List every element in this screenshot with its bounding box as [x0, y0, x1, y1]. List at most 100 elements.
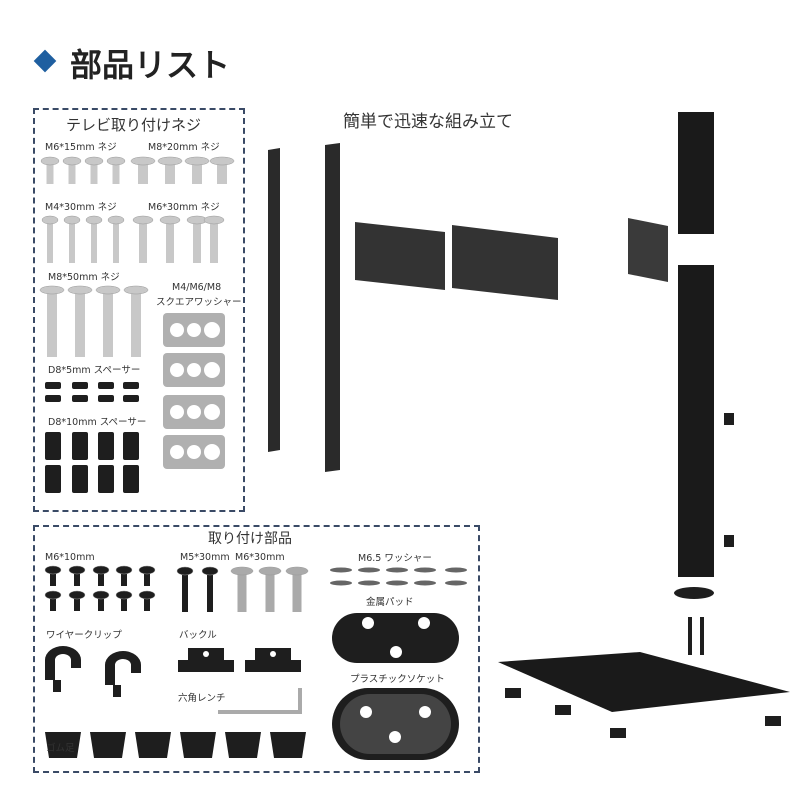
m65-washer	[414, 580, 436, 586]
label-wire-clip: ワイヤークリップ	[46, 630, 122, 641]
upper-pole	[678, 112, 714, 234]
buckle-hole	[203, 651, 209, 657]
m8x20-screw	[217, 162, 227, 184]
diamond-icon	[33, 49, 57, 73]
m65-washer	[330, 567, 352, 573]
m5x30-screw-head	[201, 566, 219, 576]
spacer-5mm	[123, 395, 139, 402]
m65-washer	[414, 567, 436, 573]
m65-washer	[445, 580, 467, 586]
m6x10-screw	[50, 596, 56, 611]
m6x30-bolt	[292, 572, 302, 612]
spacer-10mm	[72, 432, 88, 460]
m4x30-screw	[69, 221, 75, 263]
m6x10-screw-head	[44, 590, 62, 600]
washer-hole	[170, 323, 184, 337]
wire-clip	[45, 646, 81, 680]
m6x10-screw-head	[115, 565, 133, 575]
m6x30-screw-head	[132, 215, 154, 225]
m6x10-screw-head	[92, 590, 110, 600]
m6x30-bolt-head	[258, 566, 282, 576]
tv-screws-box	[33, 108, 245, 512]
m65-washer	[386, 580, 408, 586]
m6x10-screw	[144, 571, 150, 586]
pad-hole	[362, 617, 374, 629]
washer-hole	[204, 404, 220, 420]
m6x30-screw	[210, 221, 218, 263]
m8x50-screw	[47, 291, 57, 357]
socket-hole	[419, 706, 431, 718]
m65-washer	[358, 580, 380, 586]
m6x30-bolt-head	[285, 566, 309, 576]
m6x30-bolt	[237, 572, 247, 612]
washer-hole	[170, 405, 184, 419]
label-plastic-socket: プラスチックソケット	[350, 674, 445, 685]
m6x10-screw	[74, 571, 80, 586]
m6x15-screw-head	[106, 156, 126, 166]
m6x10-screw-head	[68, 565, 86, 575]
label-m6x10: M6*10mm	[45, 552, 95, 563]
m8x50-screw-head	[123, 285, 149, 295]
spacer-10mm	[123, 432, 139, 460]
spacer-10mm	[45, 432, 61, 460]
m65-washer	[358, 567, 380, 573]
mount-plate-right	[452, 225, 558, 300]
m65-washer	[386, 567, 408, 573]
label-square-washer: スクエアワッシャー	[156, 297, 242, 308]
pad-hole	[418, 617, 430, 629]
label-rubber-feet: ゴム足	[46, 743, 75, 754]
mount-parts-box	[33, 525, 480, 773]
spacer-10mm	[45, 465, 61, 493]
m65-washer	[330, 580, 352, 586]
m4x30-screw-head	[63, 215, 81, 225]
m6x10-screw-head	[92, 565, 110, 575]
label-spacer-10: D8*10mm スペーサー	[48, 417, 147, 428]
socket-hole	[360, 706, 372, 718]
lower-pole	[678, 265, 714, 577]
m8x50-screw-head	[95, 285, 121, 295]
label-m6x30: M6*30mm ネジ	[148, 202, 220, 213]
label-m65-washer: M6.5 ワッシャー	[358, 553, 432, 564]
spacer-5mm	[45, 382, 61, 389]
buckle-hole	[270, 651, 276, 657]
m6x30-screw	[193, 221, 201, 263]
washer-hole	[170, 445, 184, 459]
connector-plate	[628, 218, 668, 282]
spacer-10mm	[98, 465, 114, 493]
m6x10-screw	[74, 596, 80, 611]
m6x10-screw	[144, 596, 150, 611]
m4x30-screw	[91, 221, 97, 263]
spacer-5mm	[45, 395, 61, 402]
spacer-5mm	[98, 382, 114, 389]
base-pad	[674, 587, 714, 599]
buckle	[178, 648, 234, 672]
wire-clip	[105, 651, 141, 685]
label-m8x50: M8*50mm ネジ	[48, 272, 120, 283]
rubber-foot	[270, 732, 306, 758]
m6x30-screw	[139, 221, 147, 263]
base-foot	[555, 705, 571, 715]
page-title: 部品リスト	[70, 46, 231, 84]
rubber-foot	[180, 732, 216, 758]
m6x10-screw-head	[138, 565, 156, 575]
m8x50-screw-head	[67, 285, 93, 295]
m6x30-screw	[166, 221, 174, 263]
m6x10-screw	[98, 571, 104, 586]
label-washer-size: M4/M6/M8	[172, 282, 222, 293]
m4x30-screw-head	[85, 215, 103, 225]
spacer-5mm	[123, 382, 139, 389]
base-bolt	[688, 617, 692, 655]
tv-bracket-left	[268, 148, 280, 452]
label-m4x30: M4*30mm ネジ	[45, 202, 117, 213]
m6x10-screw-head	[44, 565, 62, 575]
m6x10-screw	[121, 571, 127, 586]
m6x10-screw-head	[115, 590, 133, 600]
spacer-5mm	[72, 395, 88, 402]
m6x10-screw	[50, 571, 56, 586]
pad-hole	[390, 646, 402, 658]
mount-plate-left	[355, 222, 445, 290]
m6x30-screw-head	[159, 215, 181, 225]
m5x30-screw	[182, 572, 188, 612]
base-foot	[765, 716, 781, 726]
